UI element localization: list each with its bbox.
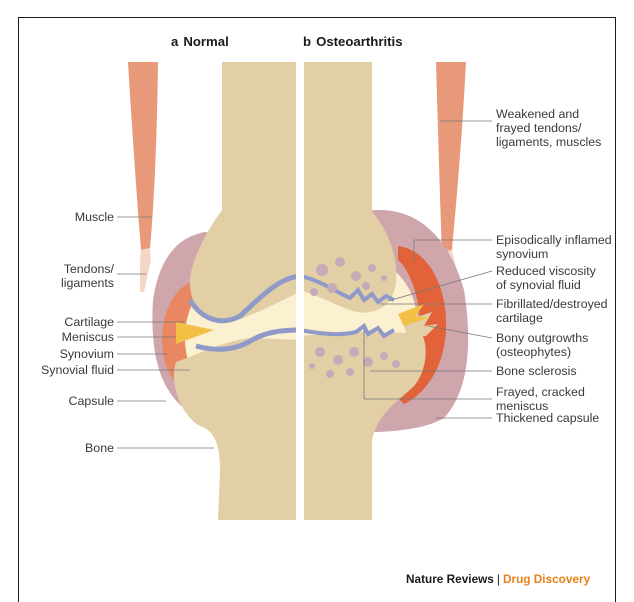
label-muscle: Muscle: [75, 210, 114, 224]
label-cartilage: Cartilage: [64, 315, 114, 329]
journal-credit: Nature Reviews|Drug Discovery: [406, 572, 590, 586]
label-capsule: Capsule: [69, 394, 114, 408]
panel-b-title: Osteoarthritis: [316, 34, 402, 49]
label-bone-sclerosis: Bone sclerosis: [496, 364, 577, 378]
femur-oa: [300, 62, 396, 313]
label-tendons: Tendons/ ligaments: [61, 262, 114, 290]
muscle-left: [128, 62, 158, 250]
label-reduced-viscosity: Reduced viscosity of synovial fluid: [496, 264, 596, 292]
normal-knee: [128, 62, 300, 520]
panel-b-letter: b: [303, 34, 311, 49]
muscle-right: [436, 62, 466, 252]
tendon-left: [140, 248, 151, 292]
credit-separator: |: [497, 572, 500, 586]
tibia-normal: [174, 338, 300, 520]
credit-section: Drug Discovery: [503, 572, 590, 586]
label-synovium: Synovium: [60, 347, 114, 361]
label-weakened-tendons: Weakened and frayed tendons/ ligaments, …: [496, 107, 601, 149]
label-fibrillated-cartilage: Fibrillated/destroyed cartilage: [496, 297, 608, 325]
label-synovial-fluid: Synovial fluid: [41, 363, 114, 377]
osteoarthritis-knee: [300, 62, 468, 520]
label-meniscus: Meniscus: [62, 330, 114, 344]
panel-a-title: Normal: [183, 34, 228, 49]
credit-journal: Nature Reviews: [406, 572, 494, 586]
panel-divider: [296, 55, 304, 525]
label-inflamed-synovium: Episodically inflamed synovium: [496, 233, 612, 261]
label-bony-outgrowths: Bony outgrowths (osteophytes): [496, 331, 588, 359]
label-thickened-capsule: Thickened capsule: [496, 411, 599, 425]
label-frayed-meniscus: Frayed, cracked meniscus: [496, 385, 585, 413]
femur-normal: [190, 62, 300, 323]
panel-a-heading: a Normal: [171, 34, 229, 49]
label-bone: Bone: [85, 441, 114, 455]
panel-b-heading: b Osteoarthritis: [303, 34, 403, 49]
panel-a-letter: a: [171, 34, 178, 49]
